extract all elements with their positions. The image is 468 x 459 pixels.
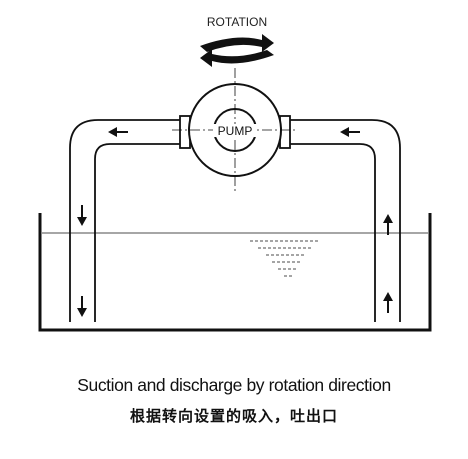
arrow-left-top-head-icon — [108, 127, 117, 137]
left-pipe — [69, 119, 186, 322]
rotation-label: ROTATION — [207, 15, 267, 29]
arrow-right-top-head-icon — [340, 127, 349, 137]
pump-diagram: ROTATION PUMP — [38, 15, 432, 332]
tank — [38, 213, 432, 332]
caption-english: Suction and discharge by rotation direct… — [77, 375, 391, 395]
caption-chinese: 根据转向设置的吸入，吐出口 — [129, 407, 338, 425]
right-pipe — [286, 119, 401, 322]
rotation-arrows-icon — [200, 34, 274, 67]
pump-body: PUMP — [172, 68, 298, 192]
pump-label: PUMP — [218, 124, 253, 138]
flow-arrows — [77, 127, 393, 317]
